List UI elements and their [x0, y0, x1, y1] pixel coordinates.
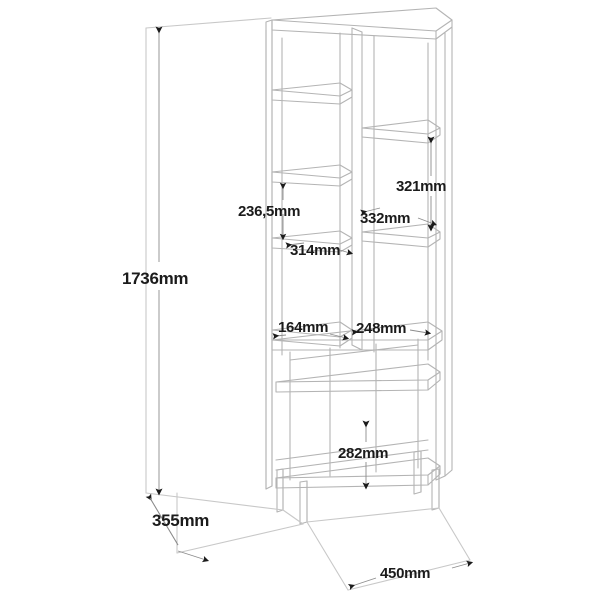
center-divider-upright	[351, 27, 363, 351]
dimension-label-left-compartment-height: 236,5mm	[238, 203, 301, 220]
ground-projection-lines	[145, 17, 471, 591]
dimension-label-right-shelf-width-upper: 332mm	[360, 210, 411, 227]
middle-full-shelf	[271, 321, 443, 351]
dim-overall-depth	[145, 493, 210, 563]
dimension-label-overall-depth: 355mm	[152, 511, 210, 530]
dim-248	[351, 329, 432, 336]
dimension-label-right-compartment-height-lower: 282mm	[338, 445, 389, 462]
lower-cabinet-structure	[289, 338, 419, 481]
dim-164	[272, 333, 350, 341]
dimension-label-right-shelf-width-lower: 248mm	[356, 320, 407, 337]
left-shelf-3	[271, 230, 353, 253]
dim-332	[360, 207, 437, 226]
leg-front-left	[276, 468, 284, 513]
dimension-label-overall-width: 450mm	[380, 565, 431, 582]
dimension-label-left-shelf-width: 314mm	[290, 242, 341, 259]
right-outer-upright	[435, 26, 453, 481]
right-shelf-b	[361, 223, 441, 248]
cabinet-body	[145, 7, 471, 591]
dimension-label-right-compartment-height-upper: 321mm	[396, 178, 447, 195]
leg-back-right	[413, 450, 422, 495]
back-panel-edges-left	[281, 32, 341, 356]
lower-shelf-2	[275, 457, 441, 489]
left-side-panel	[265, 19, 273, 490]
dimension-lines	[145, 26, 474, 591]
dimension-label-left-lower-shelf-width: 164mm	[278, 319, 329, 336]
dim-314	[285, 242, 354, 256]
dim-overall-width	[347, 560, 474, 591]
dimension-label-overall-height: 1736mm	[122, 269, 189, 288]
lower-shelf-1	[275, 363, 441, 393]
bottom-rail	[275, 439, 429, 471]
left-shelf-1	[271, 82, 353, 105]
left-shelf-2	[271, 164, 353, 187]
back-panel-edges-right	[373, 35, 429, 361]
